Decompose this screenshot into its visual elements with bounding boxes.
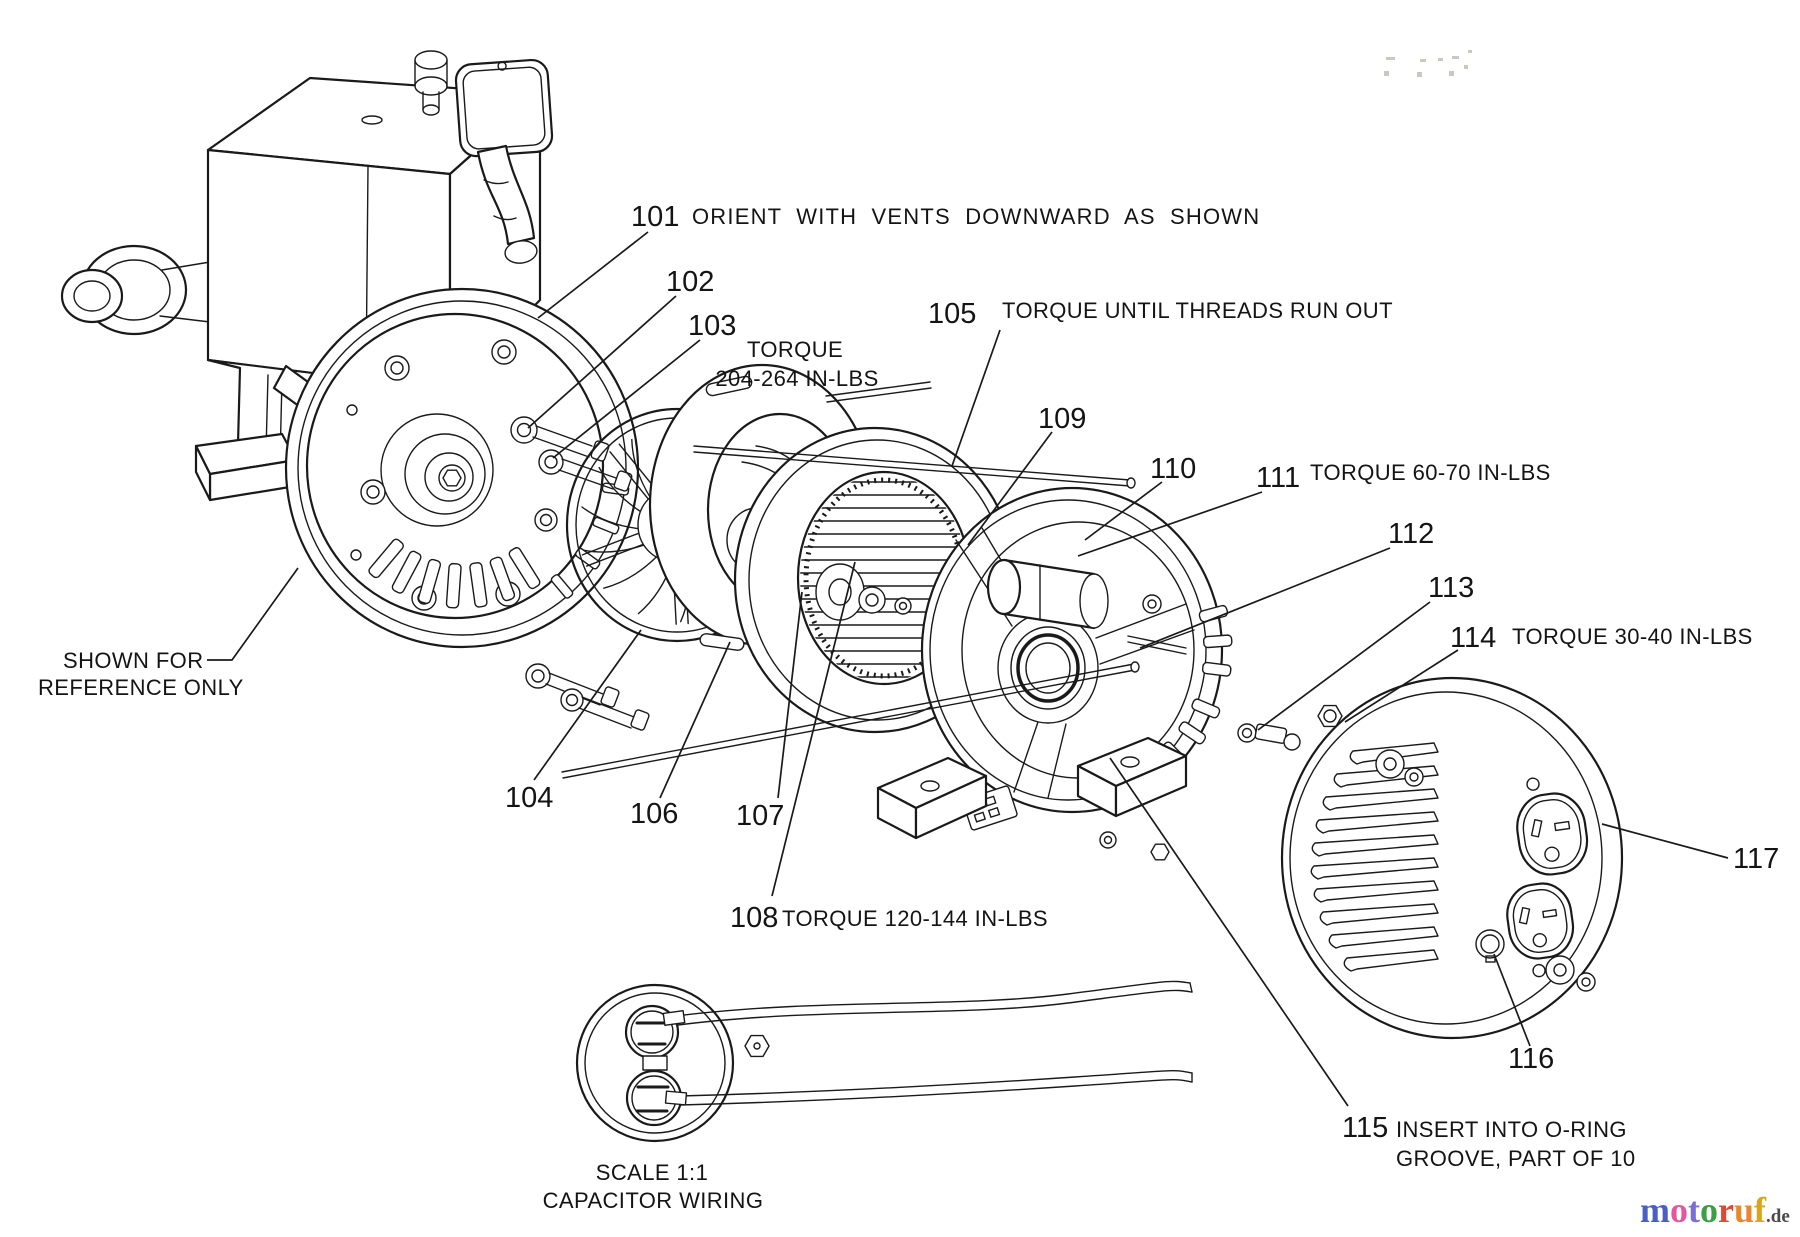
cover-screws [1375,749,1596,992]
leader-106 [659,641,731,799]
end-cover [1280,676,1624,1040]
through-studs [561,381,1140,779]
callout-112-number: 112 [1388,518,1434,550]
callout-109-number: 109 [1038,403,1086,435]
captions: SHOWN FOR REFERENCE ONLY SCALE 1:1 CAPAC… [38,648,763,1213]
carrier-fasteners [1127,594,1367,751]
logo-letter: t [1688,1190,1700,1230]
capacitor-wires [662,980,1193,1106]
leader-114 [1344,649,1459,723]
callout-111-note: TORQUE 60-70 IN-LBS [1310,460,1551,485]
callout-103-note-line1: TORQUE [747,337,843,362]
leader-103 [552,339,701,459]
callout-115-note-line1: INSERT INTO O-RING [1396,1117,1627,1142]
logo-letter: f [1754,1190,1767,1230]
leader-110 [1084,481,1163,541]
detail-caption-line1: SCALE 1:1 [596,1160,708,1185]
callout-115-note-line2: GROOVE, PART OF 10 [1396,1146,1636,1171]
leader-115 [1109,757,1349,1107]
logo-letter: r [1718,1190,1734,1230]
outlet-receptacle-lower [1506,882,1575,978]
reference-note-line2: REFERENCE ONLY [38,675,244,700]
leader-reference-note [207,567,299,661]
callout-107-number: 107 [736,800,784,832]
carrier-feet [876,736,1188,861]
faint-scan-marks [1384,50,1472,77]
capacitor [986,558,1109,630]
motoruf-watermark-logo: motoruf.de [1640,1190,1790,1230]
callout-105-note: TORQUE UNTIL THREADS RUN OUT [1002,298,1393,323]
wire-connector-hex [744,1034,770,1058]
capacitor-wiring-detail [575,980,1193,1143]
leader-108 [771,561,856,897]
leader-107 [777,591,803,799]
callout-114-number: 114 [1450,622,1496,654]
o-ring-115 [1016,633,1080,703]
callout-116-number: 116 [1508,1043,1554,1075]
callout-115-number: 115 [1342,1112,1388,1144]
outlet-receptacle-upper [1516,777,1589,876]
leader-112 [1139,547,1391,649]
detail-caption-line2: CAPACITOR WIRING [543,1188,764,1213]
leader-116 [1493,953,1531,1047]
callout-110-number: 110 [1150,453,1196,485]
callout-103-note-line2: 204-264 IN-LBS [715,366,878,391]
leader-113 [1257,601,1431,731]
callout-101-number: 101 [631,201,679,233]
blower-housing-101 [284,287,650,731]
leader-105 [951,329,1001,467]
logo-letter: o [1700,1190,1718,1230]
leader-109 [967,431,1053,546]
leader-117 [1601,823,1729,859]
callout-108-note: TORQUE 120-144 IN-LBS [782,906,1048,931]
logo-letter: u [1734,1190,1754,1230]
leader-101 [537,231,649,319]
leader-102 [527,295,677,429]
callout-labels: 101 ORIENT WITH VENTS DOWNWARD AS SHOWN … [505,201,1779,1171]
callout-111-number: 111 [1256,462,1300,494]
logo-letter: o [1670,1190,1688,1230]
callout-104-number: 104 [505,782,553,814]
leader-111 [1077,491,1263,557]
callout-106-number: 106 [630,798,678,830]
callout-101-note: ORIENT WITH VENTS DOWNWARD AS SHOWN [692,204,1260,229]
leader-104 [533,629,642,781]
callout-108-number: 108 [730,902,778,934]
callout-103-number: 103 [688,310,736,342]
reference-note-line1: SHOWN FOR [63,648,203,673]
logo-suffix: .de [1766,1206,1790,1227]
callout-117-number: 117 [1733,843,1779,875]
bearing-carrier-110 [876,486,1367,861]
callout-113-number: 113 [1428,572,1474,604]
leader-lines [207,231,1729,1107]
circuit-breaker-116 [1475,929,1505,963]
callout-102-number: 102 [666,266,714,298]
callout-114-note: TORQUE 30-40 IN-LBS [1512,624,1753,649]
callout-105-number: 105 [928,298,976,330]
logo-letter: m [1640,1190,1670,1230]
